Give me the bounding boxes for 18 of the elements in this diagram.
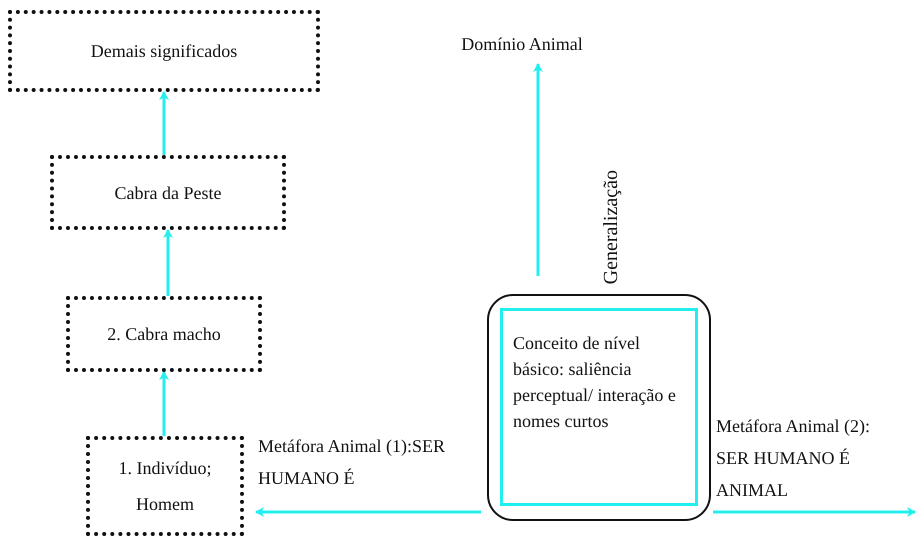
- edge-label: Generalização: [600, 170, 623, 284]
- arrow: [533, 63, 543, 276]
- node-label: Domínio Animal: [447, 30, 597, 58]
- box-text: Conceito de nível básico: saliência perceptual/ interação e nomes curtos: [513, 332, 677, 433]
- dotted-box: [86, 436, 244, 536]
- box-text: 2. Cabra macho: [107, 323, 221, 346]
- dotted-box: [8, 10, 320, 92]
- arrow: [255, 507, 481, 517]
- box-text: Cabra da Peste: [114, 182, 222, 204]
- dotted-box: [50, 155, 286, 230]
- dotted-box: [66, 296, 262, 372]
- arrow: [159, 371, 169, 436]
- box-text: 1. Indivíduo; Homem: [118, 457, 212, 516]
- box-text: Demais significados: [90, 40, 238, 63]
- arrow: [163, 229, 173, 296]
- arrow: [713, 507, 916, 517]
- arrow: [159, 91, 169, 155]
- rounded-box: [487, 294, 711, 521]
